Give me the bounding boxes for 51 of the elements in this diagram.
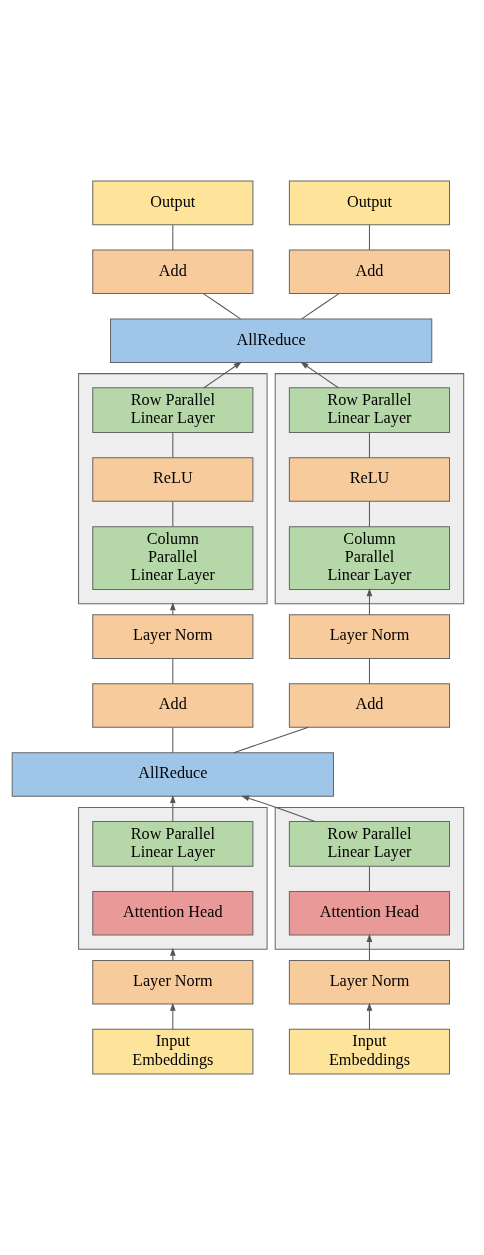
node-box: Row Parallel Linear Layer	[92, 821, 254, 867]
node-box: Row Parallel Linear Layer	[92, 387, 254, 433]
node-box: Add	[288, 683, 450, 728]
arrow	[366, 933, 373, 961]
node-box: Add	[92, 249, 254, 295]
node-box: Layer Norm	[288, 614, 450, 659]
arrow	[300, 361, 339, 389]
arrow	[366, 588, 373, 616]
node-box: Column Parallel Linear Layer	[92, 526, 254, 590]
connector	[172, 866, 174, 892]
arrow	[170, 602, 176, 616]
connector	[172, 727, 174, 754]
cluster	[274, 806, 465, 950]
node-box: AllReduce	[110, 318, 433, 363]
arrow	[170, 1002, 176, 1030]
connector	[368, 432, 370, 459]
node-box: Layer Norm	[288, 959, 450, 1005]
arrow	[203, 361, 242, 389]
node-box: Layer Norm	[92, 614, 254, 659]
connector	[368, 224, 370, 251]
node-box: Attention Head	[288, 891, 450, 936]
connector	[368, 658, 370, 685]
node-box: ReLU	[288, 457, 450, 502]
connector	[368, 501, 370, 527]
node-box: Column Parallel Linear Layer	[288, 526, 450, 590]
arrow	[241, 795, 316, 822]
node-box: Row Parallel Linear Layer	[288, 387, 450, 433]
node-box: Add	[92, 683, 254, 728]
node-box: ReLU	[92, 457, 254, 502]
connector	[233, 726, 309, 754]
node-box: Layer Norm	[92, 959, 254, 1005]
connector	[172, 501, 174, 527]
node-box: Output	[92, 180, 254, 226]
connector	[172, 224, 174, 251]
node-box: Input Embeddings	[92, 1028, 254, 1075]
cluster	[274, 373, 465, 605]
connector	[172, 432, 174, 459]
arrow	[170, 794, 176, 823]
connector	[368, 866, 370, 892]
node-box: Row Parallel Linear Layer	[288, 821, 450, 867]
node-box: Add	[288, 249, 450, 295]
node-box: Output	[288, 180, 450, 226]
connector	[202, 293, 242, 320]
arrow	[366, 1002, 373, 1030]
cluster	[78, 373, 268, 605]
cluster	[78, 806, 268, 950]
connector	[172, 658, 174, 685]
node-box: Input Embeddings	[288, 1028, 450, 1075]
connector	[301, 293, 340, 320]
node-box: Attention Head	[92, 891, 254, 936]
node-box: AllReduce	[11, 752, 334, 797]
